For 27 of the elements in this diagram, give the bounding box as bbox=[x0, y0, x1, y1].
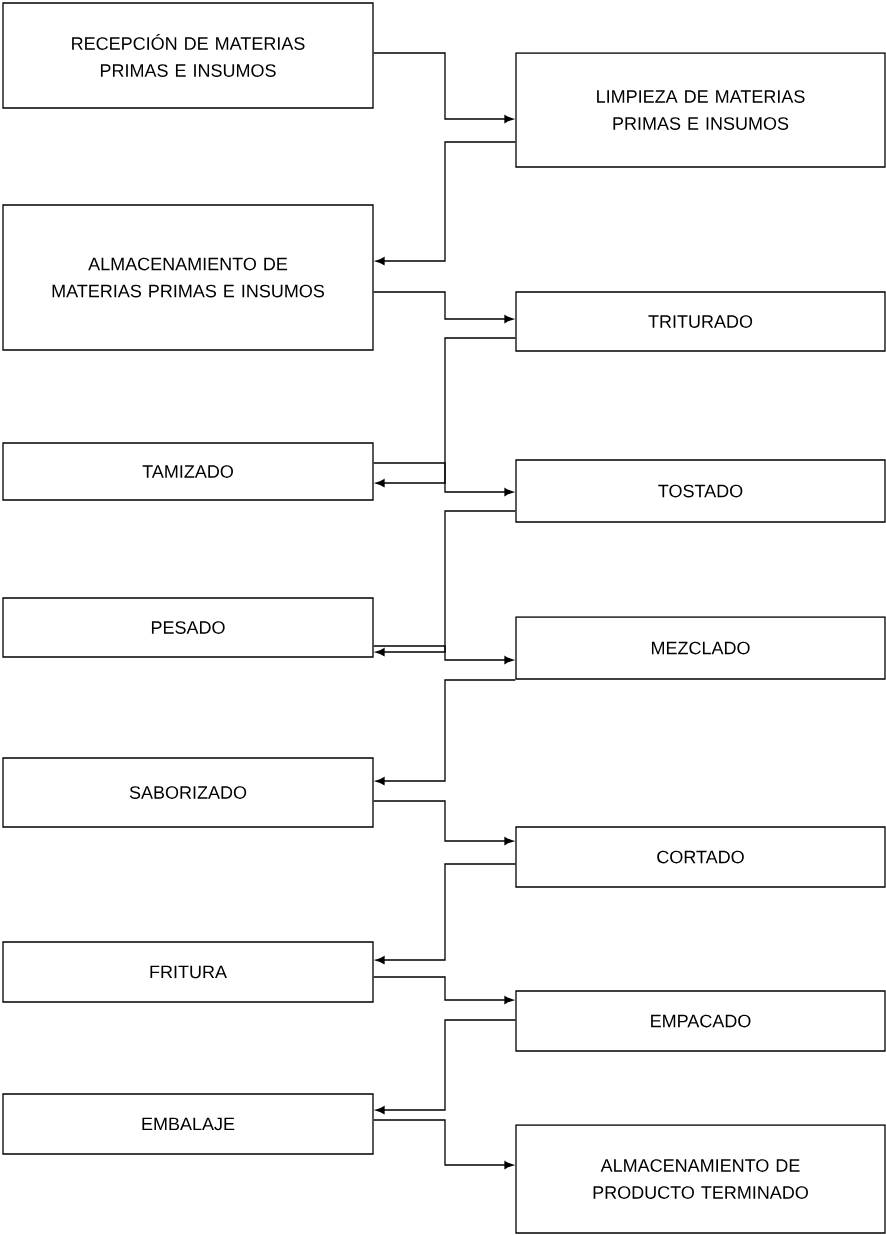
arrow bbox=[373, 645, 514, 664]
process-box: CORTADO bbox=[515, 826, 886, 888]
process-box: MEZCLADO bbox=[515, 616, 886, 680]
arrow bbox=[375, 679, 516, 785]
process-box: ALMACENAMIENTO DE MATERIAS PRIMAS E INSUMOS bbox=[2, 204, 374, 351]
process-box: EMBALAJE bbox=[2, 1093, 374, 1155]
process-box: PESADO bbox=[2, 597, 374, 658]
process-box: LIMPIEZA DE MATERIAS PRIMAS E INSUMOS bbox=[515, 52, 886, 168]
arrow bbox=[375, 1019, 516, 1114]
process-box: RECEPCIÓN DE MATERIAS PRIMAS E INSUMOS bbox=[2, 2, 374, 109]
arrow bbox=[373, 1119, 514, 1169]
arrow bbox=[375, 510, 516, 656]
arrow bbox=[373, 291, 514, 323]
arrow bbox=[375, 337, 516, 487]
process-box: EMPACADO bbox=[515, 990, 886, 1052]
arrow bbox=[375, 863, 516, 964]
arrow bbox=[373, 462, 514, 496]
process-box: ALMACENAMIENTO DE PRODUCTO TERMINADO bbox=[515, 1124, 886, 1234]
arrow bbox=[373, 800, 514, 845]
process-box: FRITURA bbox=[2, 941, 374, 1003]
process-box: TOSTADO bbox=[515, 459, 886, 523]
process-box: TAMIZADO bbox=[2, 442, 374, 501]
process-box: TRITURADO bbox=[515, 291, 886, 352]
arrow bbox=[375, 141, 516, 265]
process-box: SABORIZADO bbox=[2, 757, 374, 828]
arrow bbox=[373, 976, 514, 1004]
arrow bbox=[373, 52, 514, 123]
